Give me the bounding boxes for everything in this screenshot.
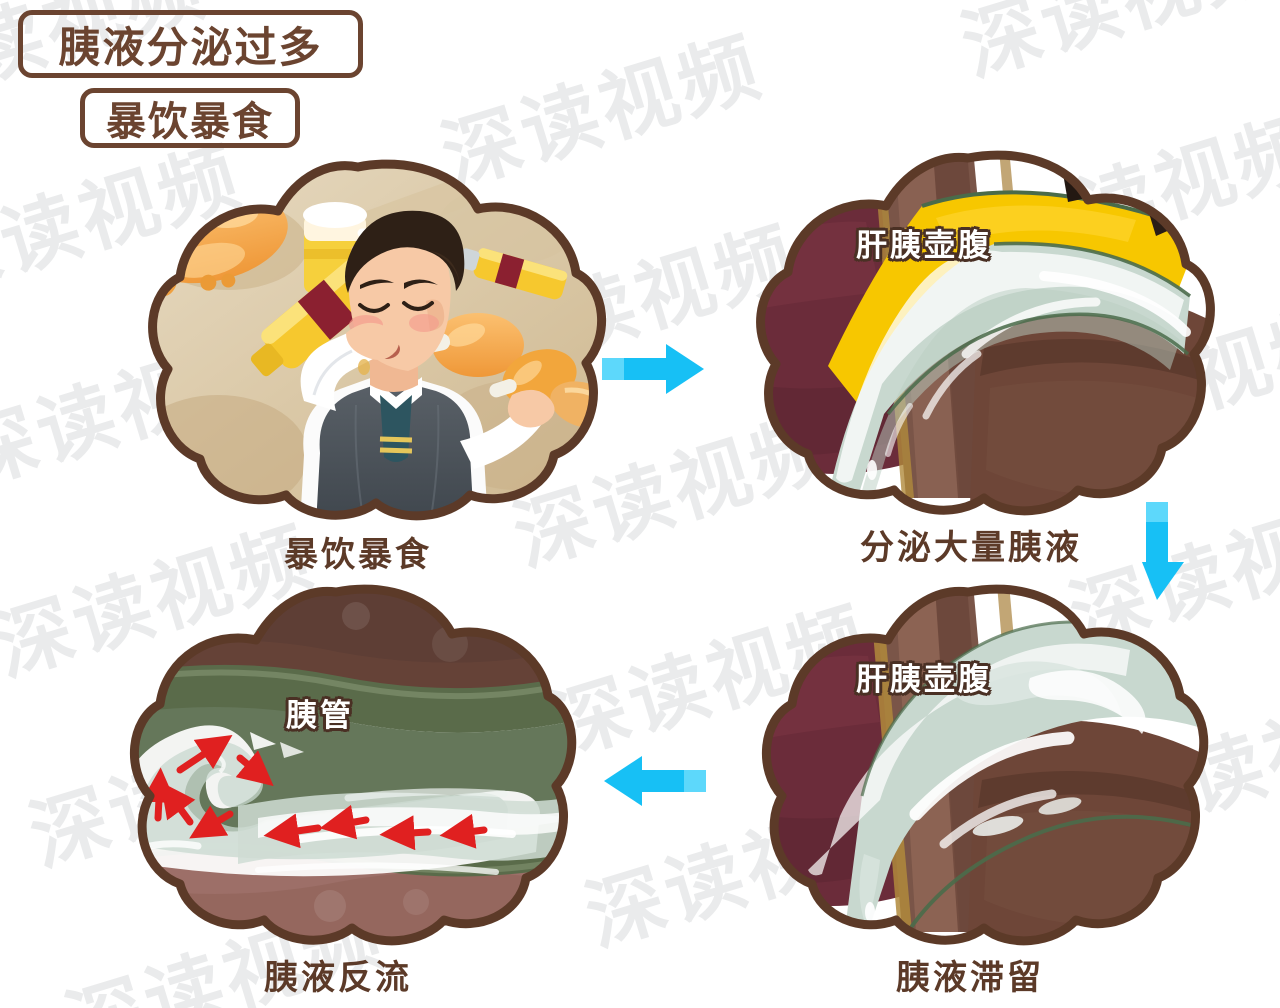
panel-secretion: 肝胰壶腹 分泌大量胰液 (726, 148, 1216, 568)
panel-4-caption: 胰液反流 (264, 958, 412, 998)
panel-2-caption: 分泌大量胰液 (860, 528, 1082, 568)
panel-2-inner-label: 肝胰壶腹 (856, 228, 992, 264)
panel-1-illustration (148, 159, 607, 521)
panel-4-illustration (129, 584, 577, 946)
panel-2-illustration (756, 150, 1215, 516)
reflux-arrow-group (141, 735, 488, 851)
title-badge-secondary: 暴饮暴食 (80, 88, 300, 148)
panel-reflux: 胰管 胰液反流 (98, 582, 578, 998)
panel-4-inner-label: 胰管 (286, 698, 354, 734)
connector-arrow-left (604, 756, 706, 806)
watermark-text: 深读视频 (391, 0, 737, 18)
connector-arrow-right (602, 344, 704, 394)
panel-binge-eating: 暴饮暴食 (108, 155, 608, 575)
title-badge-primary: 胰液分泌过多 (18, 10, 363, 78)
panel-3-illustration (761, 584, 1209, 946)
panel-3-inner-label: 肝胰壶腹 (856, 662, 992, 698)
watermark-text: 深读视频 (952, 0, 1280, 94)
panel-retention: 肝胰壶腹 胰液滞留 (730, 582, 1210, 998)
connector-arrow-down (1142, 502, 1184, 600)
panel-1-caption: 暴饮暴食 (284, 535, 432, 575)
panel-3-caption: 胰液滞留 (896, 958, 1044, 998)
